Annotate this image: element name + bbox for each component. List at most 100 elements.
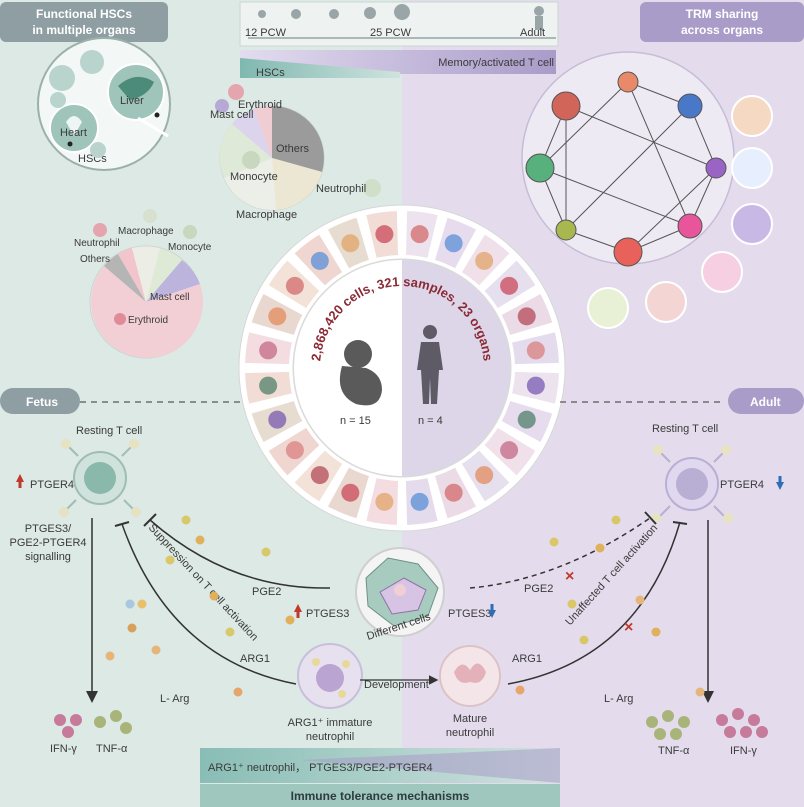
trm-sharing-line-1: TRM sharing bbox=[686, 7, 759, 21]
molecule-dot bbox=[579, 635, 589, 645]
trm-node bbox=[617, 71, 639, 93]
organ-icon bbox=[375, 225, 394, 244]
lungs-node-icon bbox=[587, 287, 629, 329]
pie-top-monocyte-label: Monocyte bbox=[230, 171, 278, 183]
hscs-bar-label: HSCs bbox=[256, 67, 285, 79]
molecule-dot bbox=[695, 687, 705, 697]
immune-tolerance-title: Immune tolerance mechanisms bbox=[291, 789, 470, 803]
pie-top-macrophage bbox=[224, 158, 276, 211]
memory-t-cell-label: Memory/activated T cell bbox=[438, 57, 554, 69]
molecule-dot bbox=[595, 543, 605, 553]
molecule-dot bbox=[233, 687, 243, 697]
organ-icon bbox=[285, 276, 304, 295]
molecule-dot bbox=[651, 627, 661, 637]
mature-neutrophil bbox=[439, 645, 501, 707]
hsc-organ-circle: Liver Heart HSCs bbox=[37, 37, 171, 171]
fetus-ifn-label: IFN-γ bbox=[50, 743, 77, 755]
pie-left-monocyte bbox=[146, 248, 182, 302]
organ-icon bbox=[500, 276, 519, 295]
molecule-dot bbox=[127, 623, 137, 633]
fetus-signalling-line-3: signalling bbox=[25, 551, 71, 563]
fetus-tag: Fetus bbox=[0, 388, 80, 414]
cell-type-pie-top: Erythroid Mast cell Others Monocyte Neut… bbox=[210, 84, 381, 221]
pie-left-erythroid-label: Erythroid bbox=[128, 315, 168, 326]
organ-icon bbox=[341, 483, 360, 502]
adult-pge2-blocked-icon: × bbox=[565, 568, 574, 585]
pie-top-monocyte bbox=[219, 124, 272, 178]
molecule-dot bbox=[151, 645, 161, 655]
pie-left-erythroid bbox=[90, 266, 203, 358]
adult-ptger4-label: PTGER4 bbox=[720, 479, 764, 491]
adult-arg1-blocked-icon: × bbox=[624, 619, 633, 636]
adult-label: Adult bbox=[750, 395, 781, 409]
organ-icon bbox=[259, 341, 278, 360]
heart-icon bbox=[66, 116, 82, 136]
organ-icon bbox=[475, 251, 494, 270]
n-fetus: n = 15 bbox=[340, 415, 371, 427]
pie-left-monocyte-label: Monocyte bbox=[168, 242, 212, 253]
stomach-node-icon bbox=[731, 203, 773, 245]
developmental-timeline: 12 PCW 25 PCW Adult Memory/activated T c… bbox=[239, 1, 559, 79]
pie-top-others bbox=[272, 106, 324, 172]
functional-hscs-line-1: Functional HSCs bbox=[36, 7, 132, 21]
organ-icon bbox=[268, 410, 287, 429]
adult-arg1-arc bbox=[507, 521, 681, 685]
pie-top-macrophage-label: Macrophage bbox=[236, 209, 297, 221]
adult-ifn-label: IFN-γ bbox=[730, 745, 757, 757]
adult-pge2-label: PGE2 bbox=[524, 583, 553, 595]
adult-resting-t-cell-label: Resting T cell bbox=[652, 423, 718, 435]
functional-hscs-tag: Functional HSCs in multiple organs bbox=[0, 2, 168, 42]
organ-icon bbox=[475, 466, 494, 485]
pie-left-others bbox=[104, 254, 146, 302]
adult-arg1-label: ARG1 bbox=[512, 653, 542, 665]
mechanisms-line: ARG1⁺ neutrophil， PTGES3/PGE2-PTGER4 bbox=[208, 762, 433, 774]
organ-icon bbox=[517, 307, 536, 326]
fetus-label: Fetus bbox=[26, 395, 58, 409]
molecule-dot bbox=[285, 615, 295, 625]
organ-node-icon-3 bbox=[645, 281, 687, 323]
fetus-cytokines bbox=[54, 710, 132, 738]
adult-resting-t-cell bbox=[651, 445, 733, 523]
functional-hscs-line-2: in multiple organs bbox=[32, 23, 136, 37]
pie-top-others-label: Others bbox=[276, 143, 310, 155]
timeline-25pcw: 25 PCW bbox=[370, 27, 412, 39]
trm-sharing-tag: TRM sharing across organs bbox=[640, 2, 804, 42]
organ-icon bbox=[285, 441, 304, 460]
pie-top-neutrophil-label: Neutrophil bbox=[316, 183, 366, 195]
organ-icon bbox=[444, 234, 463, 253]
molecule-dot bbox=[181, 515, 191, 525]
pie-top-mast-cell-label: Mast cell bbox=[210, 109, 253, 121]
trm-node bbox=[551, 91, 581, 121]
organ-icon bbox=[526, 376, 545, 395]
molecule-dot bbox=[635, 595, 645, 605]
lung-node-icon bbox=[731, 147, 773, 189]
organ-icon bbox=[410, 492, 429, 511]
immature-neutrophil bbox=[297, 643, 363, 709]
organ-icon bbox=[268, 307, 287, 326]
development-label: Development bbox=[364, 679, 429, 691]
adult-pge2-arc bbox=[469, 517, 651, 589]
pie-left-neutrophil-label: Neutrophil bbox=[74, 238, 120, 249]
pie-left-macrophage bbox=[132, 246, 160, 302]
organ-icon bbox=[375, 492, 394, 511]
mature-neutrophil-line-1: Mature bbox=[453, 713, 487, 725]
different-cells-cluster bbox=[355, 547, 445, 637]
molecule-dot bbox=[515, 685, 525, 695]
cell-type-pie-left: Macrophage Neutrophil Monocyte Others Ma… bbox=[74, 209, 212, 359]
trm-node bbox=[525, 153, 555, 183]
trm-node bbox=[555, 219, 577, 241]
pie-left-neutrophil bbox=[118, 248, 146, 302]
fetus-arg1-inhibition-arc bbox=[121, 523, 297, 685]
organ-node-icon-2 bbox=[701, 251, 743, 293]
organ-node-icon-1 bbox=[731, 95, 773, 137]
adult-cytokines bbox=[646, 708, 768, 740]
organ-icon bbox=[310, 251, 329, 270]
organ-icon bbox=[500, 441, 519, 460]
pie-left-mast-cell-label: Mast cell bbox=[150, 292, 189, 303]
molecule-dot bbox=[125, 599, 135, 609]
fetus-resting-t-cell-label: Resting T cell bbox=[76, 425, 142, 437]
molecule-dot bbox=[549, 537, 559, 547]
fetus-signalling-line-1: PTGES3/ bbox=[25, 523, 72, 535]
immature-neutrophil-line-2: neutrophil bbox=[306, 731, 354, 743]
